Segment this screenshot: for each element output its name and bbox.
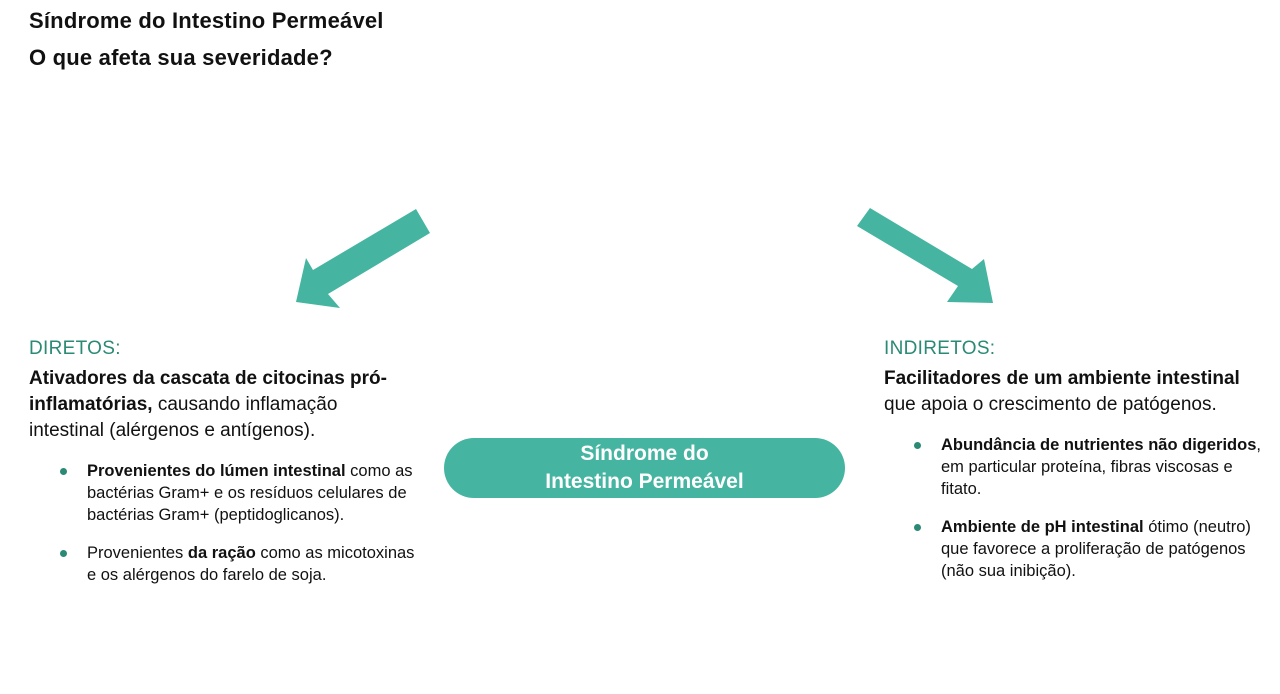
page-title: Síndrome do Intestino Permeável: [29, 8, 384, 33]
direct-lead: Ativadores da cascata de citocinas pró-i…: [29, 366, 389, 444]
page-subtitle: O que afeta sua severidade?: [29, 45, 333, 70]
indirect-lead-rest: que apoia o crescimento de patógenos.: [884, 394, 1217, 415]
direct-factors-column: DIRETOS: Ativadores da cascata de citoci…: [29, 338, 429, 586]
indirect-bullets: Abundância de nutrientes não digeridos, …: [884, 434, 1280, 582]
arrow-down-right-icon: [857, 208, 993, 303]
indirect-factors-column: INDIRETOS: Facilitadores de um ambiente …: [884, 338, 1280, 582]
center-topic-pill: Síndrome do Intestino Permeável: [444, 438, 845, 498]
bullet-dot-icon: [914, 524, 921, 531]
center-line-2: Intestino Permeável: [545, 470, 744, 493]
list-item: Provenientes do lúmen intestinal como as…: [29, 460, 427, 526]
indirect-heading: INDIRETOS:: [884, 338, 996, 359]
direct-lead-bold: Ativadores da cascata de citocinas pró-i…: [29, 368, 387, 415]
bullet-bold: Ambiente de pH intestinal: [941, 518, 1144, 536]
bullet-bold: da ração: [187, 544, 256, 562]
direct-lead-rest: causando inflamação intestinal (alérgeno…: [29, 394, 338, 441]
bullet-dot-icon: [60, 468, 67, 475]
indirect-lead-bold: Facilitadores de um ambiente intestinal: [884, 368, 1240, 389]
direct-heading: DIRETOS:: [29, 338, 121, 359]
list-item: Provenientes da ração como as micotoxina…: [29, 542, 427, 586]
list-item: Abundância de nutrientes não digeridos, …: [884, 434, 1271, 500]
direct-bullets: Provenientes do lúmen intestinal como as…: [29, 460, 429, 586]
bullet-bold: Provenientes do lúmen intestinal: [87, 462, 346, 480]
bullet-bold: Abundância de nutrientes não digeridos: [941, 436, 1257, 454]
arrow-down-left-icon: [296, 209, 430, 308]
list-item: Ambiente de pH intestinal ótimo (neutro)…: [884, 516, 1271, 582]
bullet-dot-icon: [60, 550, 67, 557]
center-line-1: Síndrome do: [580, 442, 709, 465]
indirect-lead: Facilitadores de um ambiente intestinal …: [884, 366, 1254, 418]
bullet-dot-icon: [914, 442, 921, 449]
